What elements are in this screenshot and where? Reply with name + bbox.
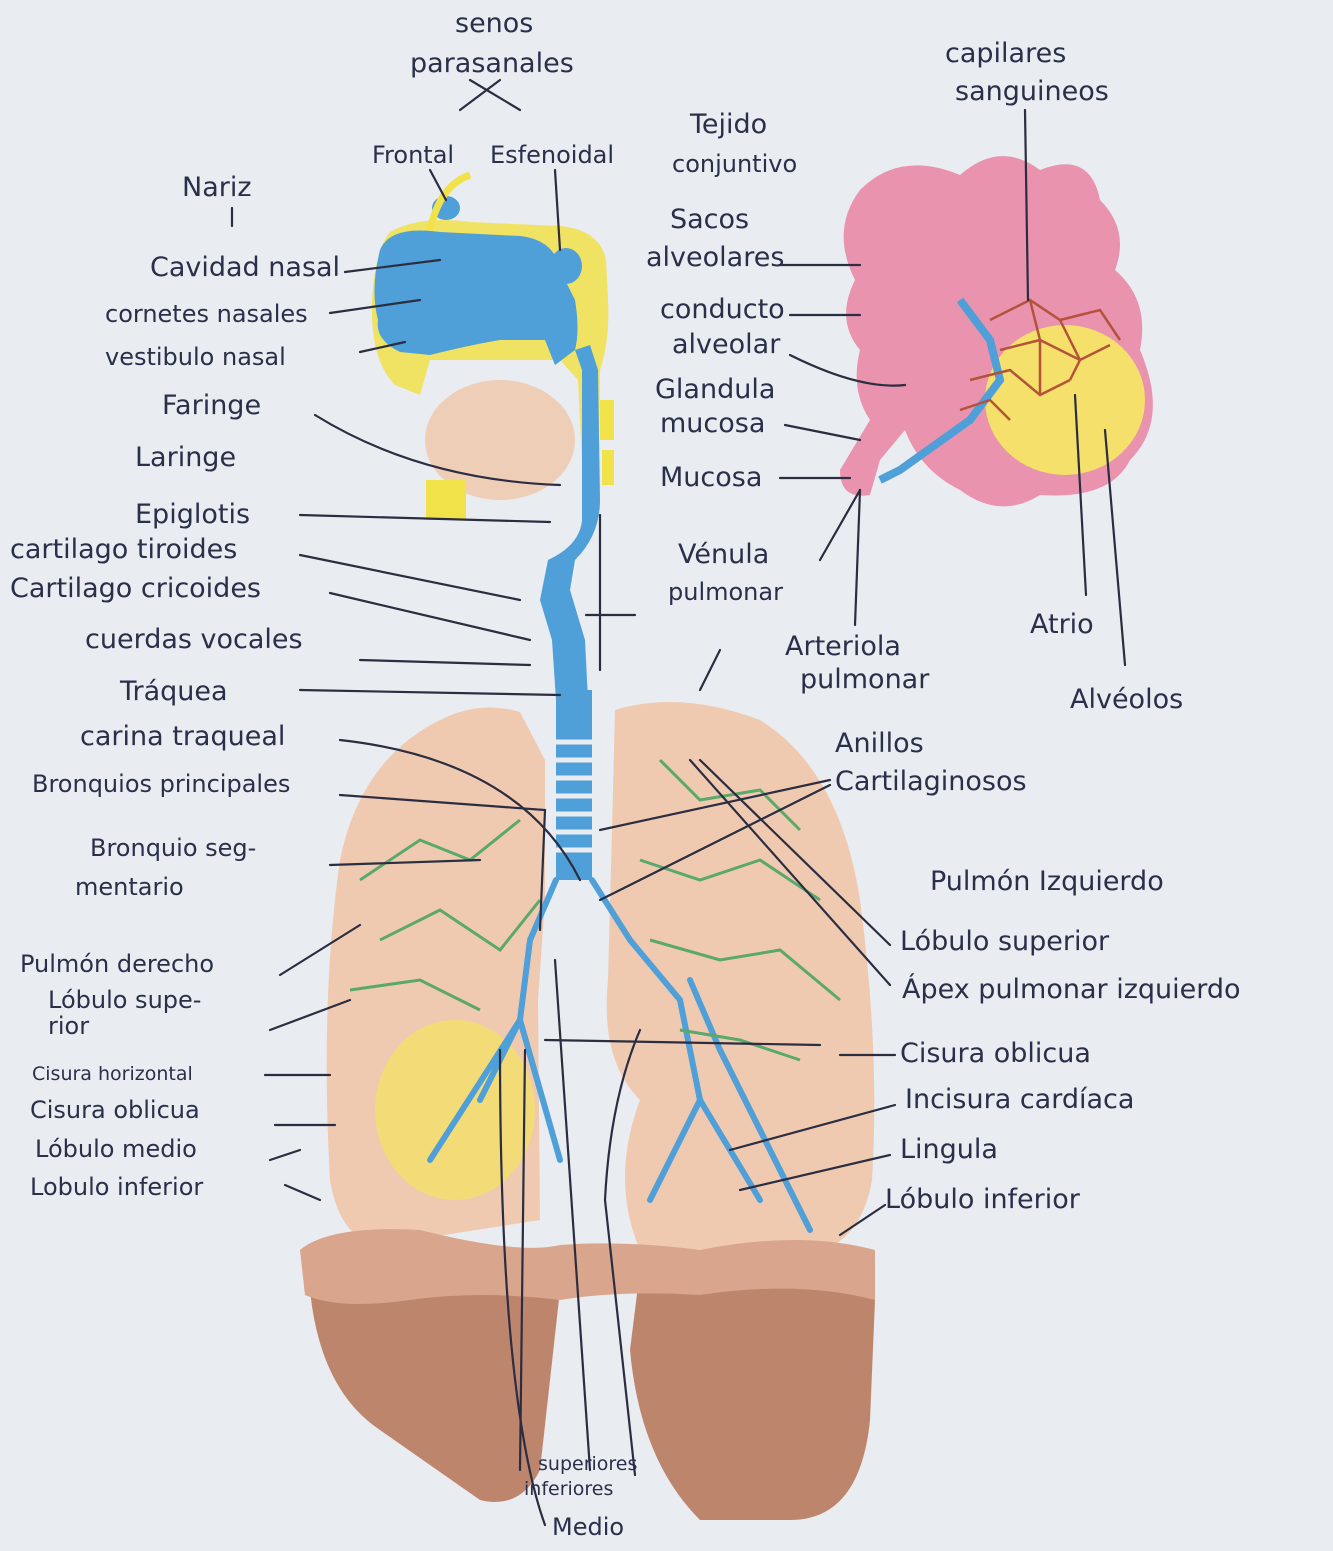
label-faringe: Faringe [162,390,261,421]
label-cricoides: Cartilago cricoides [10,573,261,604]
label-bronquios-principales: Bronquios principales [32,770,290,798]
label-senos-1: senos [455,8,533,39]
label-laringe: Laringe [135,442,236,473]
larynx-strip-2 [602,450,614,485]
label-glandula-1: Glandula [655,374,775,405]
label-venula-2: pulmonar [668,578,783,606]
label-sacos-1: Sacos [670,204,749,235]
trachea-rings [556,742,592,850]
label-medio: Medio [552,1513,624,1541]
label-lobulo-inf-der: Lobulo inferior [30,1173,203,1201]
label-conducto-1: conducto [660,294,785,325]
label-venula-1: Vénula [678,539,769,570]
label-lobulo-inf-izq: Lóbulo inferior [885,1184,1081,1215]
label-conducto-2: alveolar [672,329,781,360]
label-lobulo-sup-der-1: Lóbulo supe- [48,986,201,1014]
label-alveolos: Alvéolos [1070,684,1183,715]
label-cuerdas: cuerdas vocales [85,624,303,655]
larynx-strip-3 [426,480,466,520]
label-segmentario-2: mentario [75,873,184,901]
label-incisura: Incisura cardíaca [905,1084,1134,1115]
label-cornetes: cornetes nasales [105,300,308,328]
label-cavidad-nasal: Cavidad nasal [150,252,340,283]
label-epiglotis: Epiglotis [135,499,250,530]
label-tejido-1: Tejido [689,109,767,140]
label-anillos-2: Cartilaginosos [835,766,1027,797]
label-lobulo-sup-izq: Lóbulo superior [900,926,1110,957]
label-superiores: superiores [538,1453,637,1475]
label-glandula-2: mucosa [660,408,765,439]
label-segmentario-1: Bronquio seg- [90,834,256,862]
label-cisura-horizontal: Cisura horizontal [32,1063,193,1085]
label-lobulo-sup-der-2: rior [48,1012,89,1040]
label-tiroides: cartilago tiroides [10,534,237,565]
label-tejido-2: conjuntivo [672,150,797,178]
label-esfenoidal: Esfenoidal [490,141,614,169]
label-senos-2: parasanales [410,48,574,79]
label-atrio: Atrio [1030,609,1094,640]
label-carina: carina traqueal [80,721,285,752]
label-inferiores: inferiores [524,1478,613,1500]
label-arteriola-2: pulmonar [800,664,930,695]
larynx-strip-1 [600,400,614,440]
label-lingula: Lingula [900,1134,998,1165]
label-mucosa: Mucosa [660,462,762,493]
label-sacos-2: alveolares [646,242,784,273]
label-capilares-2: sanguineos [955,76,1109,107]
drawing [300,156,1153,1520]
label-apex: Ápex pulmonar izquierdo [902,973,1241,1005]
label-nariz: Nariz [182,172,252,203]
label-arteriola-1: Arteriola [785,631,901,662]
label-lobulo-medio: Lóbulo medio [35,1135,197,1163]
label-vestibulo: vestibulo nasal [105,343,286,371]
label-cisura-oblicua-izq: Cisura oblicua [900,1038,1091,1069]
label-frontal: Frontal [372,141,454,169]
label-traquea: Tráquea [119,676,228,707]
middle-lobe-shade [375,1020,535,1200]
label-pulmon-izquierdo: Pulmón Izquierdo [930,866,1164,897]
label-capilares-1: capilares [945,38,1066,69]
label-anillos-1: Anillos [835,728,924,759]
label-cisura-oblicua-der: Cisura oblicua [30,1096,200,1124]
lower-brown-right [630,1260,875,1520]
label-pulmon-derecho: Pulmón derecho [20,950,214,978]
